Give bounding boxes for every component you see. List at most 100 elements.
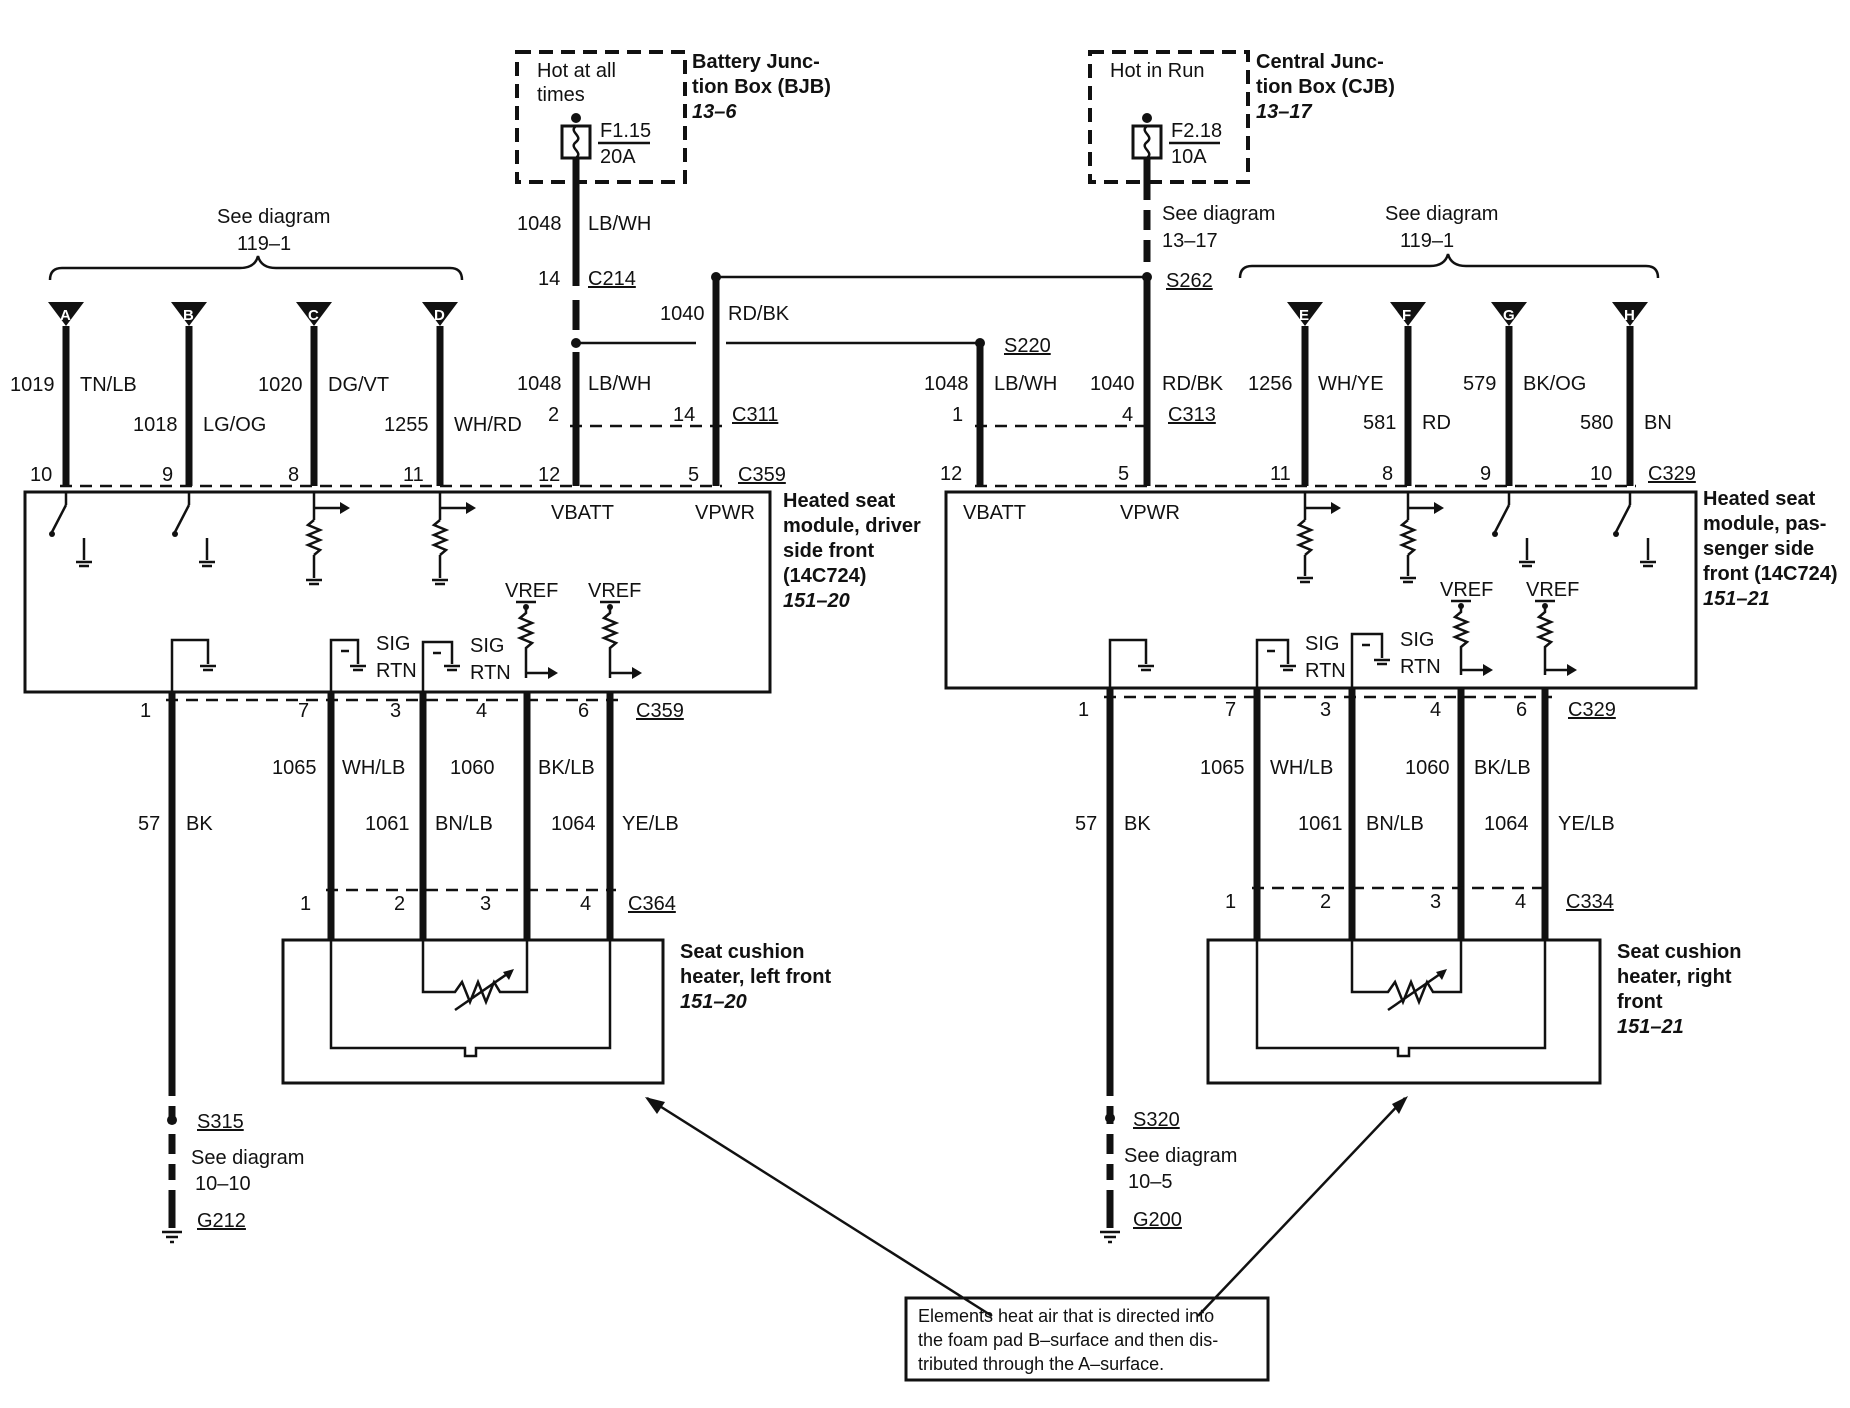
left-vbatt-top-num: 1048 — [517, 213, 562, 235]
svg-text:See diagram: See diagram — [1162, 203, 1275, 225]
svg-text:1256: 1256 — [1248, 373, 1293, 395]
svg-text:Heated seat: Heated seat — [1703, 488, 1816, 510]
svg-text:12: 12 — [538, 464, 560, 486]
svg-text:module, pas-: module, pas- — [1703, 513, 1826, 535]
svg-text:SIG: SIG — [1305, 633, 1339, 655]
svg-text:RTN: RTN — [1400, 656, 1441, 678]
g212-label: G212 — [197, 1210, 246, 1232]
svg-text:2: 2 — [1320, 891, 1331, 913]
right-vpwr-num: 1040 — [1090, 373, 1135, 395]
svg-text:13–17: 13–17 — [1162, 230, 1218, 252]
svg-text:57: 57 — [1075, 813, 1097, 835]
svg-text:119–1: 119–1 — [237, 233, 291, 255]
svg-text:11: 11 — [403, 464, 424, 486]
left-ground: S315 See diagram 10–10 G212 — [162, 1111, 304, 1244]
svg-text:G: G — [1503, 307, 1515, 324]
svg-text:Elements heat air that is dire: Elements heat air that is directed into — [918, 1306, 1214, 1326]
svg-text:1: 1 — [300, 893, 311, 915]
svg-text:BK/LB: BK/LB — [538, 757, 595, 779]
central-junction-box: Hot in Run Central Junc- tion Box (CJB) … — [1088, 50, 1395, 184]
c313-label: C313 — [1168, 404, 1216, 426]
svg-text:579: 579 — [1463, 373, 1496, 395]
s262-label: S262 — [1166, 270, 1213, 292]
svg-text:14: 14 — [673, 404, 695, 426]
svg-text:4: 4 — [1430, 699, 1441, 721]
svg-text:12: 12 — [940, 463, 962, 485]
right-c329-top: C329 — [1648, 463, 1696, 485]
battery-junction-box: Hot at all times Battery Junc- tion Box … — [515, 50, 831, 184]
svg-text:Hot at all: Hot at all — [537, 60, 616, 82]
svg-text:H: H — [1624, 307, 1635, 324]
svg-text:1020: 1020 — [258, 374, 303, 396]
right-input-circuits: E 1256 WH/YE 11 F 581 RD 8 G 579 BK/OG 9… — [940, 302, 1672, 486]
right-ground: S320 See diagram 10–5 G200 — [1100, 1109, 1237, 1244]
svg-text:3: 3 — [480, 893, 491, 915]
svg-text:119–1: 119–1 — [1400, 230, 1454, 252]
svg-text:BN: BN — [1644, 412, 1672, 434]
svg-text:YE/LB: YE/LB — [622, 813, 679, 835]
svg-text:Heated seat: Heated seat — [783, 490, 896, 512]
svg-text:1061: 1061 — [365, 813, 410, 835]
svg-text:151–20: 151–20 — [680, 991, 747, 1013]
left-vbatt-color: LB/WH — [588, 373, 651, 395]
right-vpwr-color: RD/BK — [1162, 373, 1224, 395]
svg-text:580: 580 — [1580, 412, 1613, 434]
s315-label: S315 — [197, 1111, 244, 1133]
right-heated-seat-module: VBATT VPWR Heated seat module, pas- seng… — [944, 488, 1837, 690]
svg-text:9: 9 — [1480, 463, 1491, 485]
svg-text:B: B — [183, 307, 194, 324]
svg-text:VBATT: VBATT — [963, 502, 1026, 524]
right-vbatt-num: 1048 — [924, 373, 969, 395]
svg-text:SIG: SIG — [376, 633, 410, 655]
svg-text:BK/LB: BK/LB — [1474, 757, 1531, 779]
svg-text:TN/LB: TN/LB — [80, 374, 137, 396]
svg-text:3: 3 — [390, 700, 401, 722]
svg-text:WH/YE: WH/YE — [1318, 373, 1384, 395]
svg-text:13–6: 13–6 — [692, 101, 737, 123]
svg-text:VREF: VREF — [505, 580, 558, 602]
svg-text:module, driver: module, driver — [783, 515, 921, 537]
svg-text:7: 7 — [1225, 699, 1236, 721]
svg-text:1065: 1065 — [272, 757, 317, 779]
svg-text:VPWR: VPWR — [1120, 502, 1180, 524]
svg-text:10: 10 — [30, 464, 52, 486]
svg-text:581: 581 — [1363, 412, 1396, 434]
left-vpwr-num: 1040 — [660, 303, 705, 325]
left-heated-seat-module: VBATT VPWR Heated seat module, driver si… — [23, 490, 921, 694]
svg-text:13–17: 13–17 — [1256, 101, 1312, 123]
right-c334-label: C334 — [1566, 891, 1614, 913]
svg-text:10–10: 10–10 — [195, 1173, 251, 1195]
svg-text:WH/LB: WH/LB — [1270, 757, 1333, 779]
svg-text:Seat cushion: Seat cushion — [680, 941, 804, 963]
svg-text:5: 5 — [1118, 463, 1129, 485]
svg-text:Battery Junc-: Battery Junc- — [692, 51, 820, 73]
svg-text:VREF: VREF — [1526, 579, 1579, 601]
svg-text:1061: 1061 — [1298, 813, 1343, 835]
svg-text:6: 6 — [578, 700, 589, 722]
svg-text:6: 6 — [1516, 699, 1527, 721]
svg-text:VREF: VREF — [588, 580, 641, 602]
right-see-diagram: See diagram 119–1 — [1238, 203, 1660, 279]
svg-text:SIG: SIG — [1400, 629, 1434, 651]
svg-text:senger side: senger side — [1703, 538, 1814, 560]
svg-text:9: 9 — [162, 464, 173, 486]
svg-text:RTN: RTN — [1305, 660, 1346, 682]
svg-text:1065: 1065 — [1200, 757, 1245, 779]
svg-text:BK/OG: BK/OG — [1523, 373, 1586, 395]
svg-text:BK: BK — [186, 813, 213, 835]
left-see-diagram: See diagram 119–1 — [48, 206, 464, 281]
svg-text:Hot in Run: Hot in Run — [1110, 60, 1205, 82]
svg-text:D: D — [434, 307, 445, 324]
s220-label: S220 — [1004, 335, 1051, 357]
right-seat-cushion-heater: Seat cushion heater, right front 151–21 — [1206, 938, 1741, 1085]
right-output-circuits: C329 1 7 3 4 6 57 BK 1065 WH/LB 1061 BN/… — [1075, 688, 1616, 1228]
left-seat-cushion-heater: Seat cushion heater, left front 151–20 — [281, 938, 831, 1085]
s320-label: S320 — [1133, 1109, 1180, 1131]
svg-text:VPWR: VPWR — [695, 502, 755, 524]
svg-text:VREF: VREF — [1440, 579, 1493, 601]
cjb-fuse-amps: 10A — [1171, 146, 1207, 168]
svg-text:1: 1 — [140, 700, 151, 722]
svg-text:A: A — [60, 307, 71, 324]
svg-text:2: 2 — [548, 404, 559, 426]
svg-text:57: 57 — [138, 813, 160, 835]
